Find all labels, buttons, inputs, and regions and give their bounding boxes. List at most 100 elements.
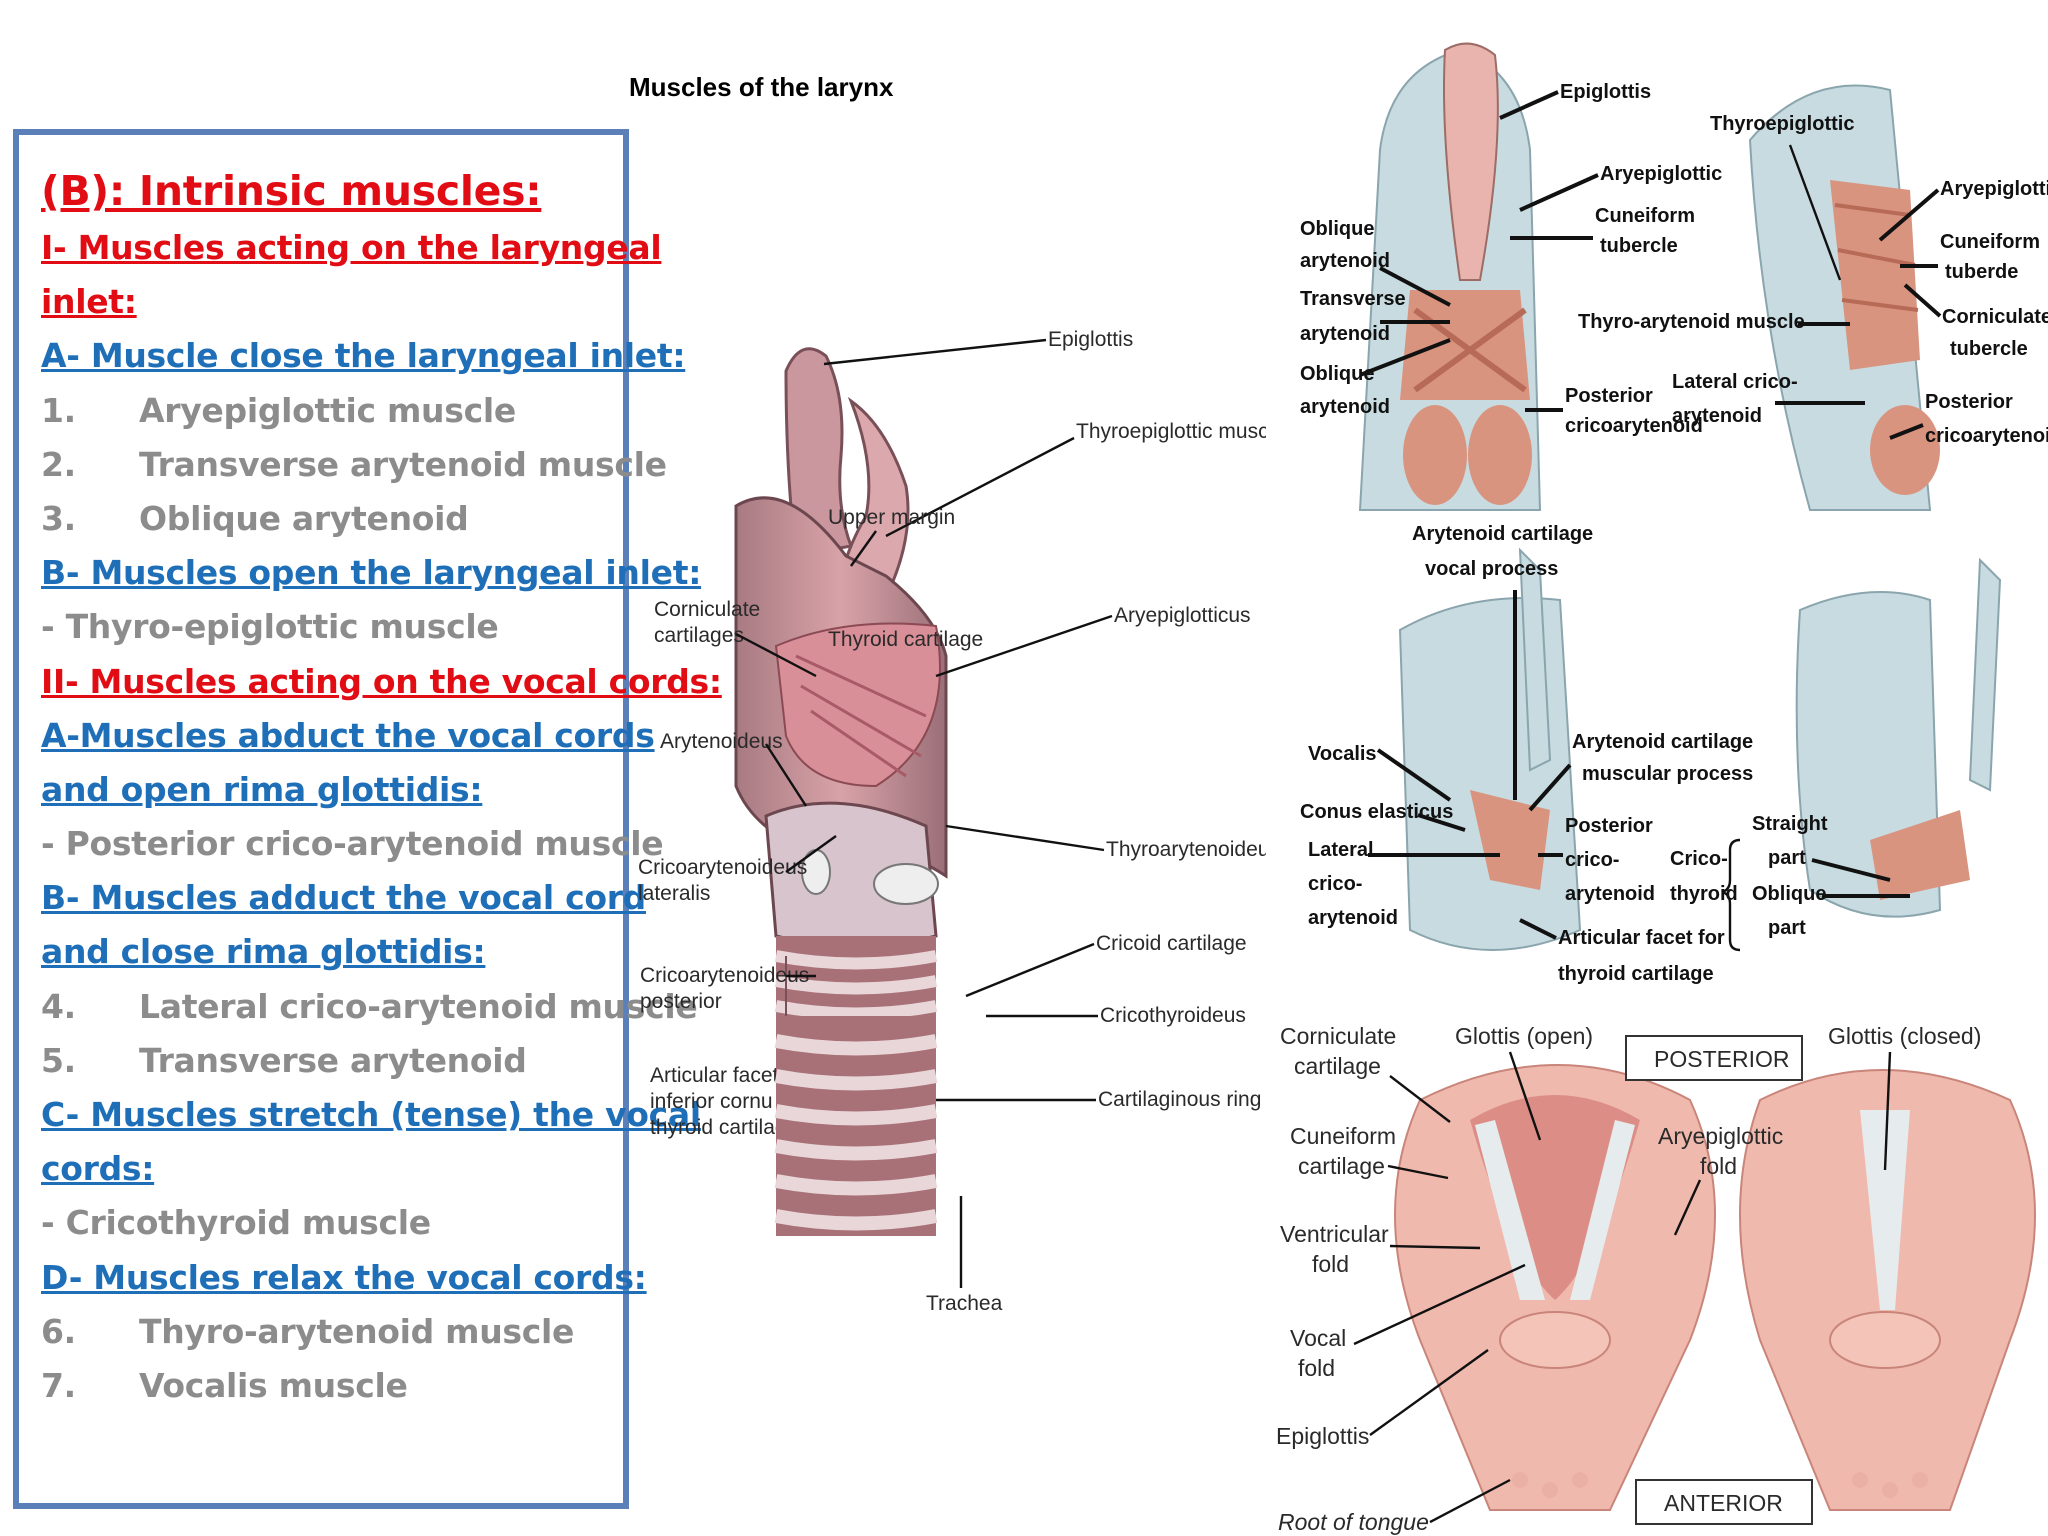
list-text: Lateral crico-arytenoid muscle (139, 986, 698, 1026)
list-text: Transverse arytenoid (139, 1040, 527, 1080)
label-ventricular-2: fold (1312, 1251, 1349, 1277)
label-conus: Conus elasticus (1300, 801, 1453, 823)
label-facet-3: thyroid cartilage (650, 1116, 798, 1139)
list-line: C- Muscles stretch (tense) the vocal (41, 1088, 701, 1142)
list-line: - Thyro-epiglottic muscle (41, 600, 623, 654)
label-cricothyroid-2: thyroid (1670, 883, 1738, 905)
label-root-of-tongue: Root of tongue (1278, 1509, 1429, 1535)
list-text: Transverse arytenoid muscle (139, 444, 667, 484)
list-text: D- Muscles relax the vocal cords: (41, 1257, 647, 1297)
label-corniculate-2: cartilage (1294, 1053, 1381, 1079)
list-line: II- Muscles acting on the vocal cords: (41, 655, 722, 709)
list-text: - Posterior crico-arytenoid muscle (41, 824, 664, 864)
lateral-larynx-figure: Epiglottis Thyroepiglottic muscle Upper … (636, 316, 1266, 1326)
label-cricothyroideus: Cricothyroideus (1100, 1004, 1246, 1027)
label-cricoid: Cricoid cartilage (1096, 932, 1247, 955)
label-cuneiform-a2: tubercle (1600, 235, 1678, 257)
list-line: B- Muscles adduct the vocal cord (41, 871, 646, 925)
label-corniculate-2: tubercle (1950, 338, 2028, 360)
label-corniculate-1: Corniculate (654, 598, 760, 621)
label-posterior: POSTERIOR (1654, 1046, 1789, 1072)
list-text: B- Muscles adduct the vocal cord (41, 878, 647, 918)
label-cuneiform-b1: Cuneiform (1940, 231, 2040, 253)
label-vocal-1: Vocal (1290, 1325, 1346, 1351)
label-cricoaryt-lat-1: Cricoarytenoideus (638, 856, 807, 879)
list-line: I- Muscles acting on the laryngeal (41, 221, 662, 275)
label-oblique-b2: arytenoid (1300, 396, 1390, 418)
label-muscular-process-2: muscular process (1582, 763, 1753, 785)
list-line: B- Muscles open the laryngeal inlet: (41, 546, 701, 600)
label-vocal-2: fold (1298, 1355, 1335, 1381)
list-number: 3. (41, 498, 76, 538)
label-lateral-3: arytenoid (1308, 907, 1398, 929)
label-upper-margin: Upper margin (828, 506, 955, 529)
list-number: 4. (41, 986, 76, 1026)
label-vocalis: Vocalis (1308, 743, 1377, 765)
label-glottis-open: Glottis (open) (1455, 1023, 1593, 1049)
label-oblique-b1: Oblique (1300, 363, 1374, 385)
label-post-crico-a2: cricoarytenoid (1565, 415, 1703, 437)
cricoarytenoid-figure: Arytenoid cartilage vocal process Vocali… (1290, 510, 2048, 1010)
list-text: inlet: (41, 282, 137, 322)
label-cuneiform-b2: tuberde (1945, 261, 2018, 283)
label-ventricular-1: Ventricular (1280, 1221, 1389, 1247)
label-aryepiglottic-1: Aryepiglottic (1658, 1123, 1783, 1149)
list-line: - Posterior crico-arytenoid muscle (41, 817, 664, 871)
label-aryepiglottic-b: Aryepiglottic (1940, 178, 2048, 200)
list-text: cords: (41, 1149, 155, 1189)
label-vocal-process-2: vocal process (1425, 558, 1558, 580)
list-line: 6.Thyro-arytenoid muscle (41, 1305, 623, 1359)
list-line: A- Muscle close the laryngeal inlet: (41, 329, 686, 383)
label-anterior: ANTERIOR (1664, 1490, 1783, 1516)
label-oblique-1: Oblique (1752, 883, 1826, 905)
label-cuneiform-1: Cuneiform (1290, 1123, 1396, 1149)
list-number: 6. (41, 1311, 76, 1351)
label-arytenoideus: Arytenoideus (660, 730, 783, 753)
label-facet-2: thyroid cartilage (1558, 963, 1714, 985)
label-facet-1: Articular facet for (1558, 927, 1725, 949)
list-line: - Cricothyroid muscle (41, 1196, 623, 1250)
list-line: A-Muscles abduct the vocal cords (41, 709, 655, 763)
label-oblique-2: part (1768, 917, 1806, 939)
list-line: inlet: (41, 275, 623, 329)
label-facet-1: Articular facet for (650, 1064, 809, 1087)
glottis-figure: Corniculate cartilage Glottis (open) POS… (1270, 1010, 2048, 1536)
label-thyroid-cartilage: Thyroid cartilage (828, 628, 983, 651)
label-lateral-crico-1: Lateral crico- (1672, 371, 1798, 393)
list-text: I- Muscles acting on the laryngeal (41, 228, 662, 267)
label-oblique-2: arytenoid (1300, 250, 1390, 272)
label-lateral-1: Lateral (1308, 839, 1374, 861)
label-epiglottis: Epiglottis (1048, 328, 1133, 351)
label-muscular-process-1: Arytenoid cartilage (1572, 731, 1753, 753)
list-text: - Thyro-epiglottic muscle (41, 607, 499, 647)
label-vocal-process-1: Arytenoid cartilage (1412, 523, 1593, 545)
label-thyroarytenoideus: Thyroarytenoideus (1106, 838, 1266, 861)
label-straight-1: Straight (1752, 813, 1828, 835)
list-text: C- Muscles stretch (tense) the vocal (41, 1095, 701, 1134)
label-aryepiglottic-2: fold (1700, 1153, 1737, 1179)
label-posterior-3: arytenoid (1565, 883, 1655, 905)
list-text: B- Muscles open the laryngeal inlet: (41, 553, 702, 593)
label-facet-2: inferior cornu of (650, 1090, 796, 1113)
list-text: - Cricothyroid muscle (41, 1203, 431, 1243)
list-text: A- Muscle close the laryngeal inlet: (41, 336, 686, 376)
list-number: 5. (41, 1040, 76, 1080)
list-text: Aryepiglottic muscle (139, 390, 516, 430)
label-post-crico-a1: Posterior (1565, 385, 1653, 407)
list-line: and open rima glottidis: (41, 763, 623, 817)
label-lateral-crico-2: arytenoid (1672, 405, 1762, 427)
label-lateral-2: crico- (1308, 873, 1362, 895)
list-text: and close rima glottidis: (41, 932, 486, 972)
label-cricoaryt-post-1: Cricoarytenoideus (640, 964, 809, 987)
list-text: II- Muscles acting on the vocal cords: (41, 661, 722, 701)
page-title: Muscles of the larynx (629, 72, 894, 102)
label-cuneiform-2: cartilage (1298, 1153, 1385, 1179)
label-post-crico-b2: cricoarytenoid (1925, 425, 2048, 447)
list-line: 2.Transverse arytenoid muscle (41, 438, 667, 492)
list-text: and open rima glottidis: (41, 769, 483, 809)
list-line: and close rima glottidis: (41, 925, 623, 979)
list-line: 1.Aryepiglottic muscle (41, 384, 623, 438)
list-line: 7.Vocalis muscle (41, 1359, 623, 1413)
label-corniculate-1: Corniculate (1942, 306, 2048, 328)
label-oblique-1: Oblique (1300, 218, 1374, 240)
